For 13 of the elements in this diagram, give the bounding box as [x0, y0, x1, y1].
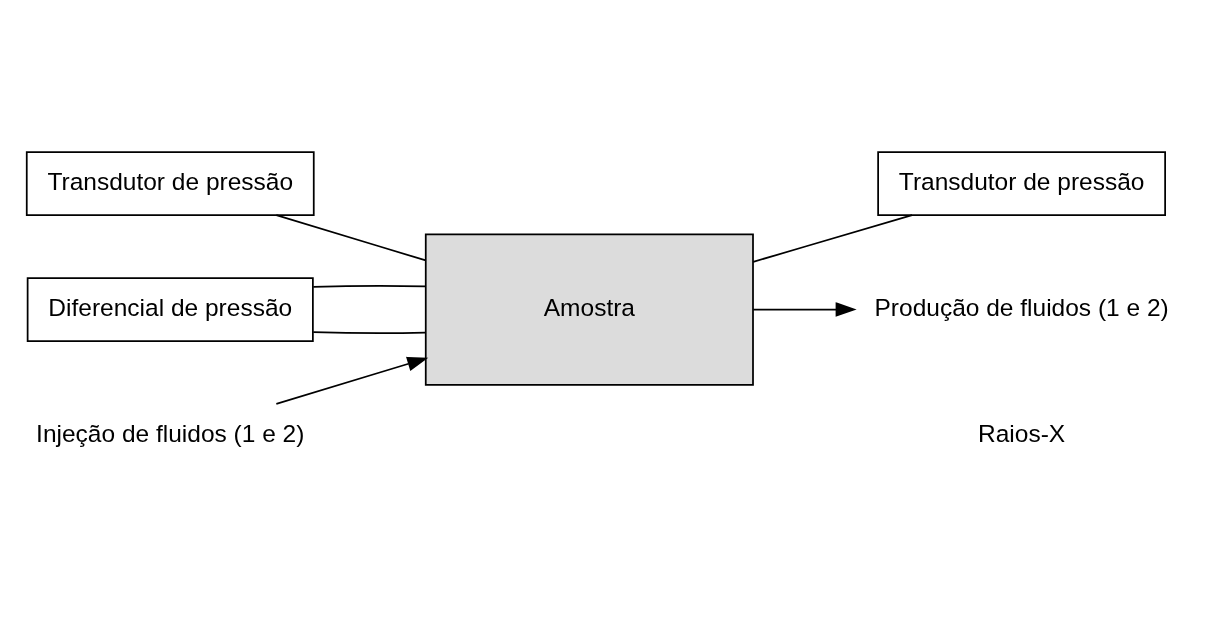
- arrow: [275, 356, 429, 405]
- connector: [752, 213, 913, 263]
- node-text: Injeção de fluidos (1 e 2): [36, 419, 305, 447]
- label: Raios-X: [978, 419, 1066, 447]
- arrow: [752, 301, 857, 317]
- node-box: Diferencial de pressão: [26, 276, 314, 342]
- node-box: Transdutor de pressão: [877, 150, 1166, 216]
- node-box: Amostra: [424, 232, 754, 386]
- node-box: Transdutor de pressão: [25, 150, 315, 216]
- connector: [275, 213, 427, 261]
- connector: [312, 284, 427, 288]
- connector: [312, 330, 427, 334]
- node-text: Produção de fluidos (1 e 2): [874, 293, 1169, 321]
